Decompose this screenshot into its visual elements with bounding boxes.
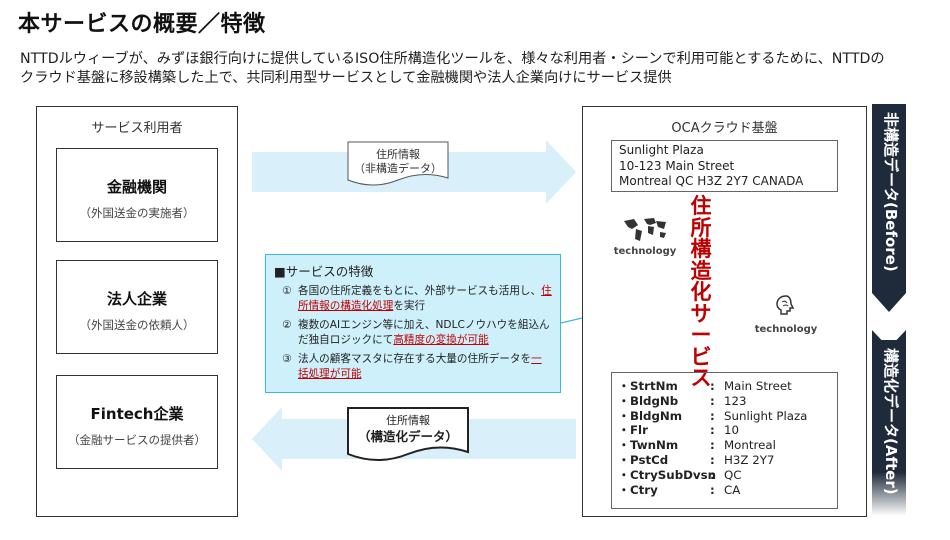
output-field-key: CtrySubDvsn xyxy=(630,467,717,482)
feature-number: ① xyxy=(282,285,292,297)
output-field-row: ・TwnNm:Montreal xyxy=(618,438,776,453)
user-card-sub: （外国送金の依頼人） xyxy=(79,318,195,332)
output-field-key: TwnNm xyxy=(630,438,679,453)
service-name-text: 住所構造化サービス xyxy=(690,194,712,390)
service-name-vertical: 住所構造化サービス xyxy=(688,194,714,390)
output-field-value: CA xyxy=(724,482,741,497)
feature-text: 各国の住所定義をもとに、外部サービスも活用し、 xyxy=(298,285,542,297)
feature-highlight: 高精度の変換が可能 xyxy=(393,334,489,346)
feature-item-2: ② 複数のAIエンジン等に加え、NDLCノウハウを組込んだ独自ロジックにて高精度… xyxy=(274,318,552,348)
page-description: NTTDルウィーブが、みずほ銀行向けに提供しているISO住所構造化ツールを、様々… xyxy=(20,50,935,88)
user-card-sub: （金融サービスの提供者） xyxy=(68,433,206,447)
output-field-value: Main Street xyxy=(724,379,792,393)
output-field-row: ・PstCd:H3Z 2Y7 xyxy=(618,452,775,467)
feature-number: ② xyxy=(282,319,292,331)
before-label-text: 非構造データ(Before) xyxy=(882,112,900,272)
user-card-financial-institution: 金融機関 （外国送金の実施者） xyxy=(56,148,218,242)
description-line-2: クラウド基盤に移設構築した上で、共同利用型サービスとして金融機関や法人企業向けに… xyxy=(20,70,672,86)
after-band xyxy=(872,340,906,516)
output-field-value: 10 xyxy=(724,423,740,438)
output-note-shape xyxy=(347,407,469,461)
output-field-row: ・StrtNm:Main Street xyxy=(618,379,792,393)
page-title: 本サービスの概要／特徴 xyxy=(18,12,266,37)
output-note-line-2: （構造化データ） xyxy=(357,429,458,444)
cloud-panel-title: OCAクラウド基盤 xyxy=(671,121,778,136)
user-card-name: Fintech企業 xyxy=(90,405,184,423)
users-panel-title: サービス利用者 xyxy=(91,121,183,136)
after-label: 構造化データ(After) xyxy=(872,348,908,508)
input-note-line-2: （非構造データ） xyxy=(354,162,442,175)
output-field-key: Flr xyxy=(630,423,648,438)
feature-item-1: ① 各国の住所定義をもとに、外部サービスも活用し、住所情報の構造化処理を実行 xyxy=(274,284,552,314)
feature-item-3: ③ 法人の顧客マスタに存在する大量の住所データを一括処理が可能 xyxy=(274,352,552,382)
user-card-corporation: 法人企業 （外国送金の依頼人） xyxy=(56,260,218,354)
output-field-value: Sunlight Plaza xyxy=(724,408,808,423)
unstructured-address-box: Sunlight Plaza 10-123 Main Street Montre… xyxy=(611,140,838,192)
output-field-key: BldgNb xyxy=(630,393,679,408)
feature-number: ③ xyxy=(282,353,292,365)
output-field-key: Ctry xyxy=(630,482,658,497)
user-card-name: 金融機関 xyxy=(106,178,167,196)
description-line-1: NTTDルウィーブが、みずほ銀行向けに提供しているISO住所構造化ツールを、様々… xyxy=(20,51,885,67)
features-box: ■サービスの特徴 ① 各国の住所定義をもとに、外部サービスも活用し、住所情報の構… xyxy=(265,254,561,393)
translation-text: Translation xyxy=(725,208,740,296)
output-note: 住所情報 （構造化データ） xyxy=(346,414,470,445)
output-note-line-1: 住所情報 xyxy=(386,414,430,427)
feature-highlight: 住所情報の構造化処理 xyxy=(298,285,552,312)
output-field-row: ・Ctry:CA xyxy=(618,482,741,497)
output-field-row: ・BldgNm:Sunlight Plaza xyxy=(618,408,808,423)
output-field-key: PstCd xyxy=(630,452,669,467)
address-line: Sunlight Plaza xyxy=(619,143,704,157)
features-title: ■サービスの特徴 xyxy=(274,264,374,279)
feature-highlight: 一括処理が可能 xyxy=(298,353,542,380)
tech-label-1: technology xyxy=(613,246,677,257)
address-line: Montreal QC H3Z 2Y7 CANADA xyxy=(619,174,804,188)
address-line: 10-123 Main Street xyxy=(619,158,735,173)
before-chevron-lip xyxy=(872,298,906,320)
feature-text-tail: を実行 xyxy=(393,300,426,312)
user-card-name: 法人企業 xyxy=(106,290,167,308)
before-label: 非構造データ(Before) xyxy=(872,112,908,312)
output-field-value: Montreal xyxy=(724,438,776,453)
brain-icon xyxy=(776,295,795,315)
output-field-value: QC xyxy=(724,467,742,482)
input-note-line-1: 住所情報 xyxy=(376,148,420,161)
output-field-key: BldgNm xyxy=(630,408,683,423)
output-field-value: 123 xyxy=(724,393,747,408)
input-note-shape xyxy=(347,141,449,186)
cloud-panel xyxy=(582,106,867,517)
output-field-row: ・Flr:10 xyxy=(618,423,740,438)
after-chevron xyxy=(872,330,906,348)
after-label-text: 構造化データ(After) xyxy=(882,348,900,495)
tech-label-2: technology xyxy=(754,324,818,335)
translation-label: Translation xyxy=(722,208,742,328)
feature-text: 法人の顧客マスタに存在する大量の住所データを xyxy=(298,353,532,365)
output-field-value: H3Z 2Y7 xyxy=(724,452,775,467)
output-field-key: StrtNm xyxy=(630,379,678,393)
output-field-row: ・BldgNb:123 xyxy=(618,393,747,408)
feature-text: 複数のAIエンジン等に加え、NDLCノウハウを組込んだ独自ロジックにて xyxy=(298,319,550,346)
globe-icon xyxy=(624,218,666,241)
before-band xyxy=(872,104,906,312)
user-card-fintech: Fintech企業 （金融サービスの提供者） xyxy=(56,375,218,469)
user-card-sub: （外国送金の実施者） xyxy=(79,206,195,220)
input-note: 住所情報 （非構造データ） xyxy=(346,148,450,176)
output-field-row: ・CtrySubDvsn:QC xyxy=(618,467,742,482)
structured-output-box: ・StrtNm:Main Street ・BldgNb:123 ・BldgNm:… xyxy=(611,372,838,509)
